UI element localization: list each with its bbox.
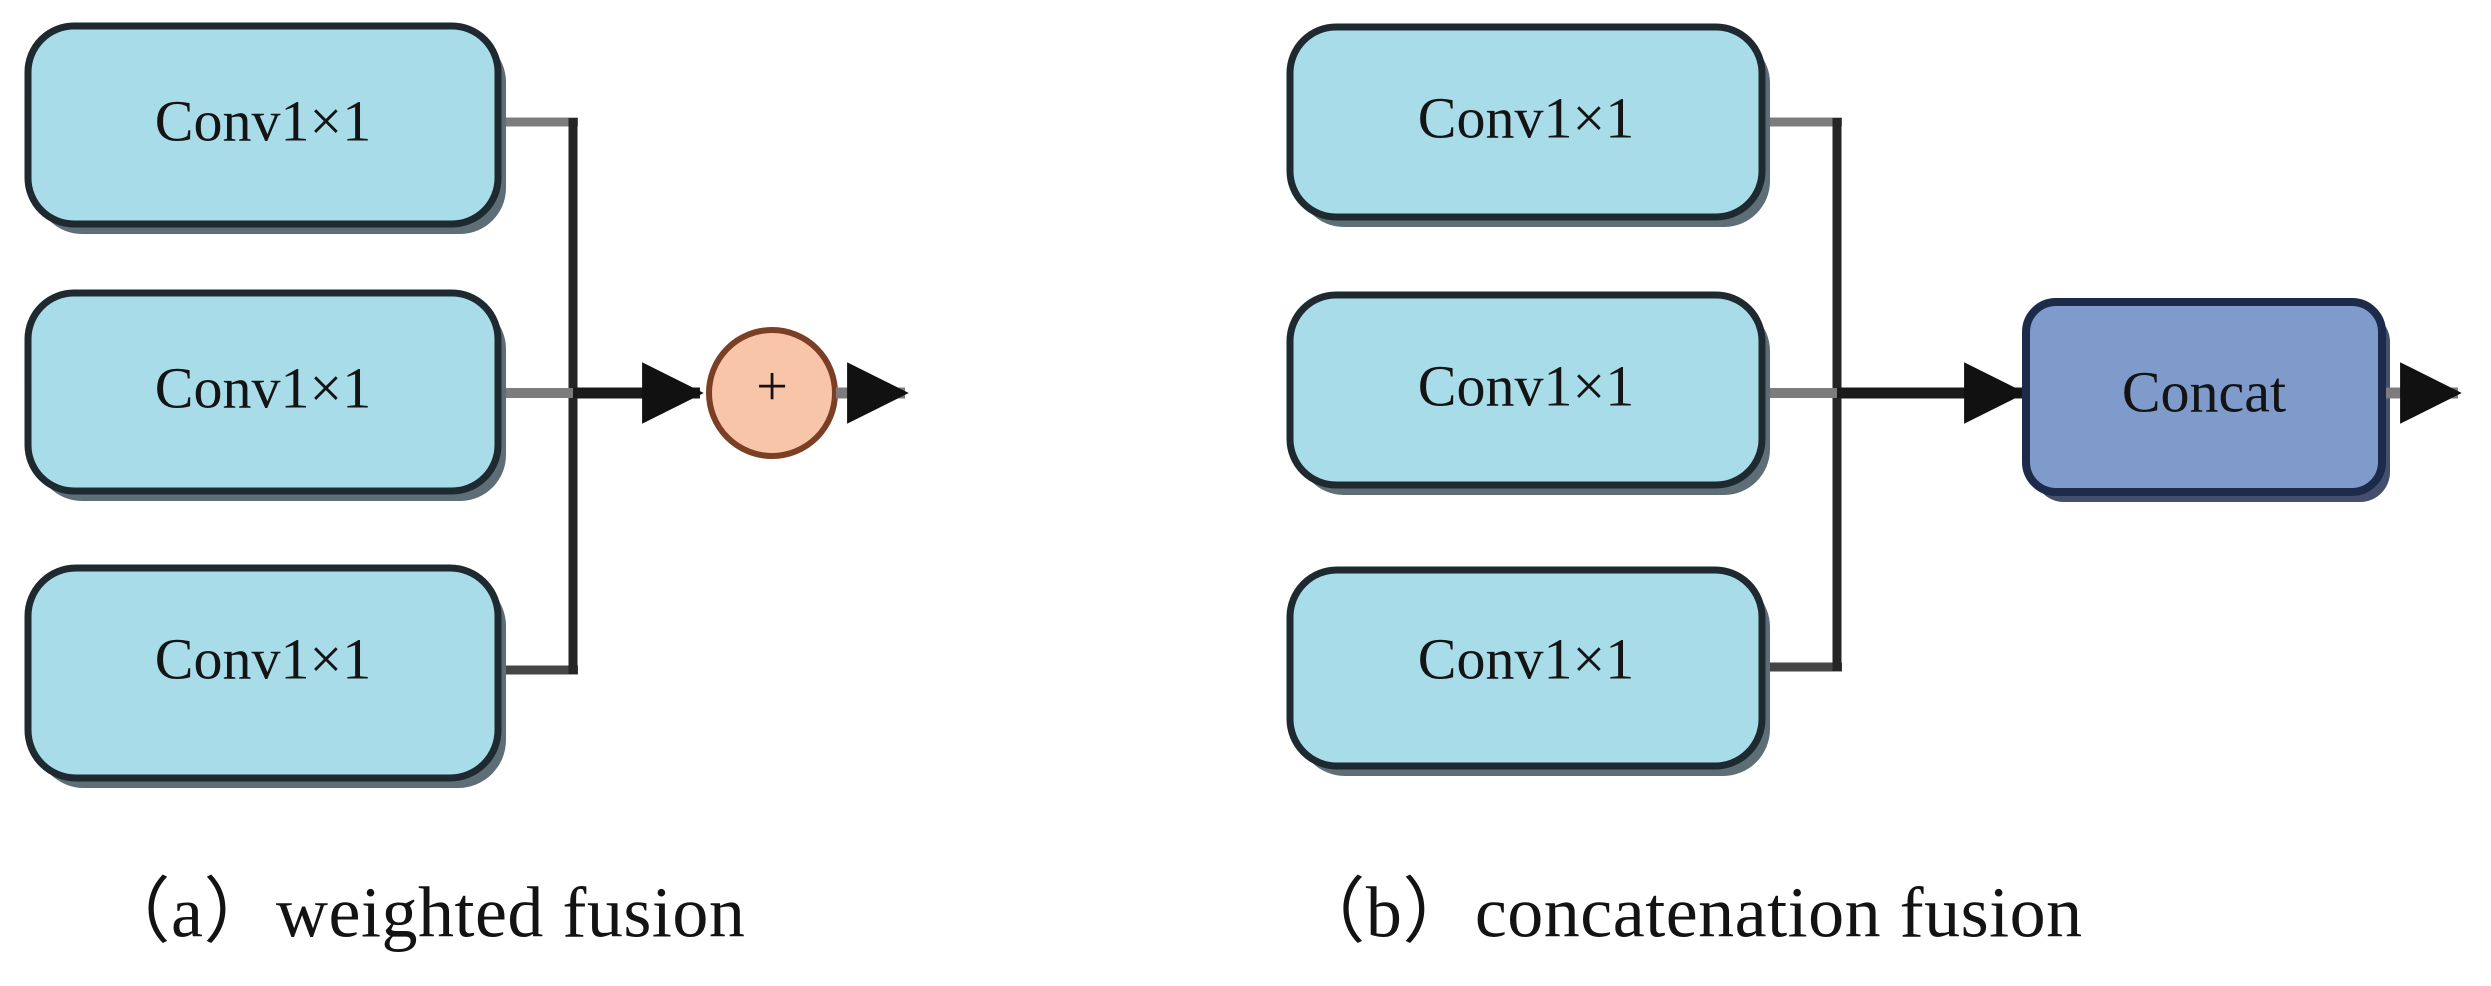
panel-b-concat-label: Concat	[2122, 359, 2286, 424]
panel-a-conv-box-3[interactable]: Conv1×1	[24, 564, 506, 788]
panel-a-conv-label-1: Conv1×1	[155, 88, 371, 153]
panel-b: Conv1×1 Conv1×1 Conv1×1 Concat	[1286, 23, 2462, 776]
panel-b-concat-node[interactable]: Concat	[2022, 298, 2390, 502]
panel-a-add-label: +	[756, 356, 788, 418]
panel-a-connector-bottom	[500, 392, 578, 675]
panel-a-add-node[interactable]: +	[706, 327, 838, 459]
panel-a-conv-label-3: Conv1×1	[155, 626, 371, 691]
panel-a-conv-label-2: Conv1×1	[155, 355, 371, 420]
panel-b-conv-box-2[interactable]: Conv1×1	[1286, 291, 1770, 495]
panel-a-caption: （a）weighted fusion	[99, 873, 746, 953]
panel-a-conv-box-1[interactable]: Conv1×1	[24, 22, 506, 234]
panel-a: Conv1×1 Conv1×1 Conv1×1 +	[24, 22, 909, 788]
panel-b-conv-label-1: Conv1×1	[1418, 85, 1634, 150]
panel-b-conv-box-3[interactable]: Conv1×1	[1286, 566, 1770, 776]
panel-b-caption: （b）concatenation fusion	[1293, 873, 2082, 953]
panel-a-conv-box-2[interactable]: Conv1×1	[24, 289, 506, 501]
panel-b-conv-box-1[interactable]: Conv1×1	[1286, 23, 1770, 227]
panel-b-connector-top	[1768, 117, 1842, 396]
panel-b-conv-label-3: Conv1×1	[1418, 626, 1634, 691]
panel-b-connector-bottom	[1768, 392, 1842, 672]
panel-a-connector-top	[500, 117, 578, 396]
panel-b-conv-label-2: Conv1×1	[1418, 353, 1634, 418]
